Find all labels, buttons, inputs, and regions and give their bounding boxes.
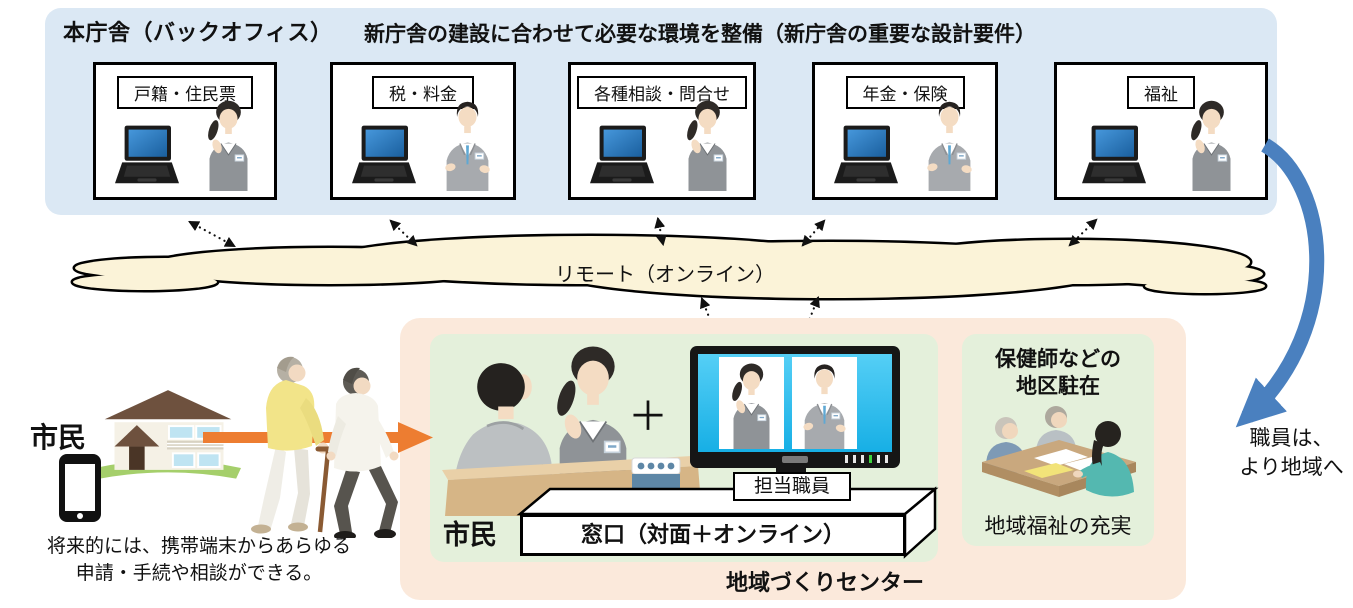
laptop-icon [115, 125, 179, 184]
monitor-indicator-lights [845, 455, 888, 463]
video-call-female-staff [719, 357, 784, 449]
laptop-icon [834, 125, 898, 184]
community-center-name: 地域づくりセンター [725, 570, 924, 595]
outreach-caption: 地域福祉の充実 [984, 515, 1132, 538]
citizen-label: 市民 [30, 422, 87, 453]
requirement-title: 新庁舎の建設に合わせて必要な環境を整備（新庁舎の重要な設計要件） [364, 23, 1036, 46]
monitor-screen [698, 354, 892, 452]
future-note-line2: 申請・手続や相談ができる。 [75, 563, 323, 584]
laptop-icon [1082, 125, 1146, 184]
staff-note-line2: より地域へ [1239, 456, 1344, 479]
elderly-couple-icon [251, 356, 399, 538]
staff-note-line1: 職員は、 [1249, 427, 1334, 450]
video-call-male-staff [792, 357, 857, 449]
laptop-icon [590, 125, 654, 184]
remote-online-label: リモート（オンライン） [555, 264, 775, 286]
dept-label: 戸籍・住民票 [117, 76, 253, 109]
laptop-icon [352, 125, 416, 184]
male-staff-icon [925, 100, 974, 191]
dept-box-tax: 税・料金 [330, 62, 516, 200]
dept-box-consultation: 各種相談・問合せ [568, 62, 756, 200]
staff-to-community-arrow [1235, 138, 1325, 428]
plus-sign: ＋ [628, 395, 668, 439]
dept-label: 年金・保険 [845, 76, 965, 109]
male-staff-icon [801, 363, 847, 449]
dept-box-family-registry: 戸籍・住民票 [93, 62, 277, 200]
female-staff-icon [684, 100, 728, 191]
staff-in-charge-label: 担当職員 [733, 472, 851, 501]
back-office-title: 本庁舎（バックオフィス） [63, 20, 333, 45]
counter-citizen-label: 市民 [443, 520, 497, 550]
dept-label: 税・料金 [372, 76, 474, 109]
outreach-title-line2: 地区駐在 [1016, 375, 1100, 398]
dept-label: 福祉 [1127, 76, 1195, 109]
outreach-title: 保健師などの 地区駐在 [962, 346, 1154, 400]
staff-note: 職員は、 より地域へ [1230, 424, 1353, 482]
male-staff-icon [443, 100, 492, 191]
window-label: 窓口（対面＋オンライン） [520, 514, 906, 556]
female-staff-icon [205, 100, 249, 191]
monitor-button [782, 456, 808, 463]
future-note: 将来的には、携帯端末からあらゆる 申請・手続や相談ができる。 [5, 533, 393, 587]
smartphone-icon [59, 454, 101, 522]
video-monitor [690, 346, 900, 468]
dept-label: 各種相談・問合せ [577, 76, 747, 109]
dept-box-welfare: 福祉 [1054, 62, 1268, 200]
dept-box-pension: 年金・保険 [812, 62, 998, 200]
community-meeting-icon [982, 406, 1136, 497]
outreach-title-line1: 保健師などの [995, 348, 1121, 371]
future-note-line1: 将来的には、携帯端末からあらゆる [46, 536, 351, 557]
female-staff-icon [729, 362, 771, 449]
